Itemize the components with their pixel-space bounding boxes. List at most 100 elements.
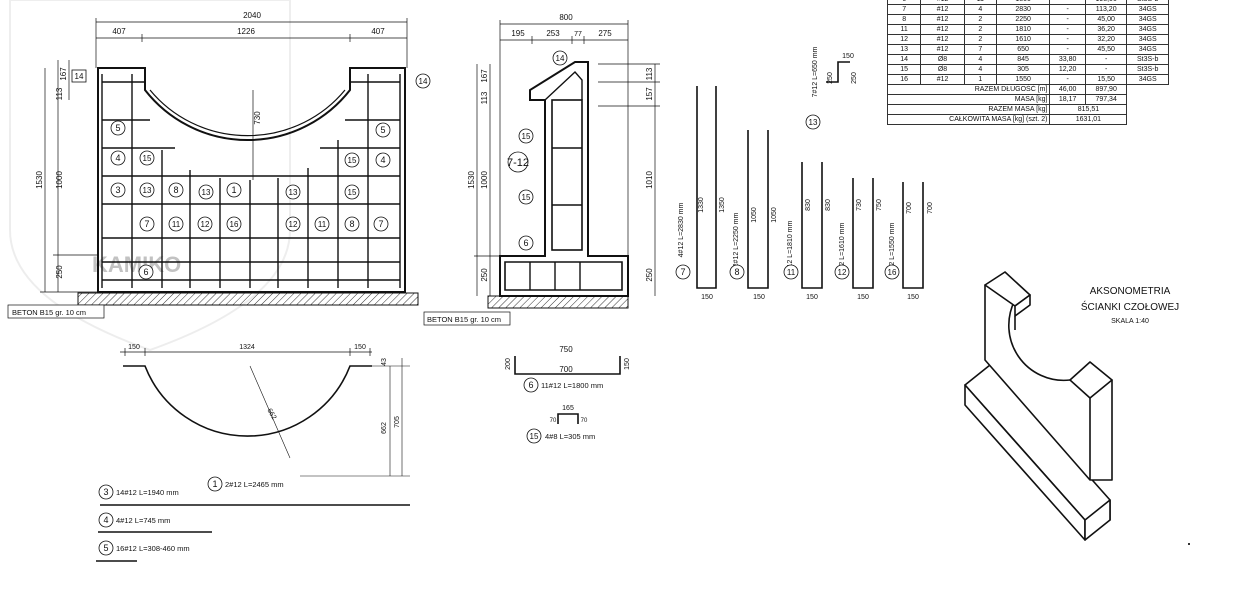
svg-text:2040: 2040 [243, 11, 261, 20]
svg-text:12: 12 [838, 268, 847, 277]
svg-text:6: 6 [528, 380, 533, 390]
svg-text:250: 250 [55, 265, 64, 279]
svg-text:830: 830 [825, 199, 832, 211]
svg-text:12: 12 [289, 220, 298, 229]
svg-text:7-12: 7-12 [507, 157, 529, 169]
table-cell: 14 [886, 54, 922, 65]
svg-text:150: 150 [354, 344, 366, 351]
side-dimensions [474, 20, 660, 296]
svg-text:157: 157 [645, 87, 654, 101]
marker-3: 3 [110, 182, 126, 198]
svg-text:14: 14 [419, 77, 428, 86]
bar-1: 150 1324 150 662 43 662 705 1 2#12 L=246… [120, 344, 410, 492]
svg-text:750: 750 [559, 345, 573, 354]
summary-length-label: RAZEM DŁUGOŚĆ [m] [886, 84, 1051, 95]
summary-mass-label: MASA [kg] [886, 94, 1051, 105]
table-cell: 845 [995, 54, 1051, 65]
svg-text:150: 150 [857, 294, 869, 301]
svg-text:7: 7 [680, 267, 685, 277]
svg-text:250: 250 [645, 268, 654, 282]
marker-4-right: 4 [375, 152, 391, 168]
svg-text:700: 700 [927, 202, 934, 214]
svg-text:14: 14 [556, 54, 565, 63]
table-cell: - [1049, 34, 1086, 45]
svg-text:1530: 1530 [467, 171, 476, 189]
bar-11: 2#12 L=1810 mm 830 830 11 150 [783, 162, 832, 301]
table-cell: #12 [920, 74, 965, 85]
svg-text:2#12 L=1610 mm: 2#12 L=1610 mm [839, 222, 846, 277]
svg-text:5: 5 [103, 543, 108, 553]
table-cell: #12 [920, 44, 965, 55]
table-cell: - [1084, 54, 1128, 65]
svg-text:1530: 1530 [35, 171, 44, 189]
svg-text:250: 250 [851, 72, 858, 84]
axonometry-title: AKSONOMETRIA ŚCIANKI CZOŁOWEJ SKALA 1:40 [1055, 286, 1205, 328]
svg-text:150: 150 [842, 53, 854, 60]
svg-text:4: 4 [103, 515, 108, 525]
summary-mass-row: MASA [kg] 18,17 797,34 [886, 94, 1169, 105]
svg-text:BETON B15 gr. 10 cm: BETON B15 gr. 10 cm [12, 308, 86, 317]
bar-12: 2#12 L=1610 mm 730 750 12 150 [834, 178, 883, 301]
svg-text:1010: 1010 [645, 171, 654, 189]
svg-text:14#12 L=1940 mm: 14#12 L=1940 mm [116, 488, 179, 497]
svg-text:150: 150 [701, 294, 713, 301]
svg-text:KAMIKO: KAMIKO [92, 252, 181, 277]
table-cell: 650 [995, 44, 1051, 55]
table-cell: 12 [886, 34, 922, 45]
table-cell: Ø8 [920, 54, 965, 65]
table-cell: #12 [920, 14, 965, 25]
svg-text:700: 700 [559, 365, 573, 374]
table-cell: 13 [886, 44, 922, 55]
summary-overall-mass-value: 1631,01 [1049, 114, 1128, 125]
summary-total-mass-row: RAZEM MASA [kg] 815,51 [886, 104, 1169, 115]
table-cell: 34GS [1126, 74, 1169, 85]
table-cell: #12 [920, 24, 965, 35]
svg-text:8: 8 [734, 267, 739, 277]
table-cell: 1 [963, 74, 997, 85]
front-dimensions [40, 18, 408, 293]
table-cell: 15 [886, 64, 922, 75]
table-cell: 2 [963, 24, 997, 35]
svg-text:11#12 L=1800 mm: 11#12 L=1800 mm [541, 381, 603, 390]
svg-text:7: 7 [144, 219, 149, 229]
svg-text:113: 113 [480, 91, 489, 104]
svg-text:13: 13 [202, 188, 211, 197]
side-outline [499, 61, 629, 297]
table-cell: 4 [963, 4, 997, 15]
marker-1: 1 [226, 182, 242, 198]
svg-text:165: 165 [562, 405, 574, 412]
marker-8-right: 8 [344, 216, 360, 232]
svg-text:195: 195 [511, 29, 525, 38]
table-cell: - [1049, 44, 1086, 55]
svg-text:167: 167 [59, 67, 68, 81]
table-cell: St3S-b [1126, 54, 1169, 65]
svg-text:4#12 L=745 mm: 4#12 L=745 mm [116, 516, 170, 525]
table-cell: 34GS [1126, 34, 1169, 45]
bar-8: 2#12 L=2250 mm 1050 1050 8 150 [729, 130, 778, 301]
axonometry-title-line1: AKSONOMETRIA [1089, 286, 1171, 297]
side-marker-6: 6 [518, 235, 534, 251]
axonometry-title-line2: ŚCIANKI CZOŁOWEJ [1080, 302, 1180, 313]
summary-overall-mass-row: CAŁKOWITA MASA [kg] (szt. 2) 1631,01 [886, 114, 1169, 125]
svg-text:662: 662 [381, 422, 388, 434]
table-cell: 1550 [995, 74, 1051, 85]
svg-text:750: 750 [876, 199, 883, 211]
marker-13-a: 13 [139, 182, 155, 198]
summary-overall-mass-label: CAŁKOWITA MASA [kg] (szt. 2) [886, 114, 1051, 125]
steel-schedule-body: 6#12111800-198,00St3S-b7#1242830-113,203… [886, 0, 1169, 85]
front-rebar-grid [101, 74, 401, 288]
svg-text:BETON B15 gr. 10 cm: BETON B15 gr. 10 cm [427, 315, 501, 324]
summary-total-mass-label: RAZEM MASA [kg] [886, 104, 1051, 115]
marker-15-b: 15 [344, 152, 360, 168]
marker-16: 16 [226, 216, 242, 232]
summary-mass-a: 18,17 [1049, 94, 1086, 105]
svg-text:4: 4 [115, 153, 120, 163]
svg-text:3: 3 [103, 487, 108, 497]
svg-text:1330: 1330 [698, 197, 705, 213]
svg-text:1000: 1000 [55, 171, 64, 189]
